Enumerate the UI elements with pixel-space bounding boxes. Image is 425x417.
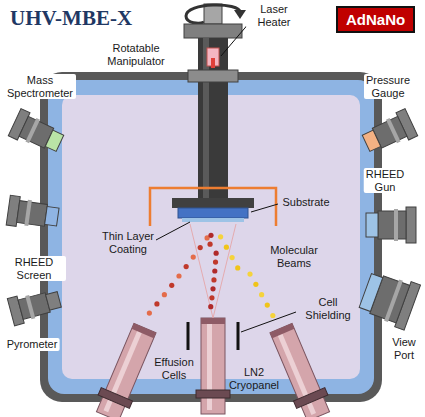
beam-dot (209, 295, 214, 300)
diagram-title: UHV-MBE-X (10, 6, 132, 31)
beam-dot (213, 259, 218, 264)
leader-line (156, 222, 190, 240)
beam-dot (162, 292, 167, 297)
part-label: LN2 Cryopanel (226, 366, 282, 391)
part-label: Cell Shielding (299, 296, 357, 321)
rotation-arrowhead (234, 10, 246, 19)
beam-dot (191, 255, 196, 260)
cell-mouth (132, 323, 156, 338)
cell-flange (98, 388, 132, 409)
cell-body (96, 323, 156, 417)
logo-text: AdNaNo (346, 11, 405, 28)
part-label: Laser Heater (246, 3, 302, 28)
thin-layer (182, 218, 244, 222)
mass-spectrometer (8, 109, 66, 157)
beam-dot (207, 242, 212, 247)
rotation-arrow (186, 16, 204, 23)
part-label: Pressure Gauge (364, 74, 412, 99)
beam-dot (147, 310, 152, 315)
beam-cone (190, 224, 236, 318)
laser-beam (211, 58, 215, 68)
substrate (178, 208, 248, 218)
effusion-cell (92, 321, 161, 417)
port-ring (25, 295, 35, 319)
logo-box: AdNaNo (336, 6, 415, 33)
port-tip (46, 292, 62, 311)
view-port (357, 268, 420, 330)
beam-dot (265, 302, 270, 307)
beam-dot (212, 268, 217, 273)
beam-dot (176, 273, 181, 278)
port-body (18, 293, 50, 320)
molecular-beams (147, 233, 276, 318)
effusion-cells (92, 318, 334, 417)
beam-dot (214, 251, 219, 256)
cell-flange (196, 390, 230, 398)
beam-dot (211, 277, 216, 282)
part-label: Substrate (280, 196, 331, 209)
rheed-screen (6, 195, 60, 232)
cell-shield (237, 322, 240, 350)
manipulator-column (198, 38, 228, 198)
beam-dot (210, 286, 215, 291)
beam-dot (230, 255, 235, 260)
rheed-gun (366, 207, 416, 243)
beam-dot (253, 282, 258, 287)
beam-dot (218, 234, 223, 239)
pyrometer (7, 286, 63, 326)
substrate-holder (172, 198, 254, 208)
effusion-cell (265, 321, 334, 417)
part-label: Effusion Cells (150, 356, 198, 381)
port-tip (362, 130, 380, 151)
cell-body (201, 318, 225, 414)
manipulator-flange (184, 24, 242, 38)
leader-line (251, 204, 278, 212)
beam-dot (198, 245, 203, 250)
beam-dot (235, 265, 240, 270)
port-tip (45, 206, 59, 225)
manipulator-collar (188, 70, 238, 82)
port-tip (45, 130, 63, 151)
rotation-arrow (186, 5, 240, 16)
beam-dot (208, 233, 213, 238)
part-label: Thin Layer Coating (98, 230, 158, 255)
beam-dot (247, 271, 252, 276)
pressure-gauge (360, 109, 418, 157)
beam-dot (154, 301, 159, 306)
cell-flange (293, 388, 327, 409)
port-ring (386, 118, 401, 143)
beam-dot (259, 292, 264, 297)
manipulator-shaft (204, 4, 222, 24)
port-tip (359, 274, 383, 312)
cell-mouth (270, 323, 294, 338)
port-body (378, 211, 406, 239)
port-ring (384, 279, 403, 322)
cell-shield (187, 322, 190, 350)
cell-body (270, 323, 330, 417)
port-body (17, 201, 48, 227)
effusion-cell (196, 318, 230, 414)
part-label: Rotatable Manipulator (100, 42, 172, 67)
port-ring (25, 118, 40, 143)
part-label: Pyrometer (5, 338, 60, 351)
part-label: RHEED Gun (364, 168, 407, 193)
part-label: Molecular Beams (263, 244, 325, 269)
beam-dot (224, 245, 229, 250)
port-tip (366, 213, 378, 237)
heater-bracket (150, 188, 276, 226)
port-ring (394, 209, 398, 241)
port-ring (24, 200, 32, 226)
beam-dot (208, 304, 213, 309)
part-label: RHEED Screen (2, 256, 66, 281)
beam-dot (169, 283, 174, 288)
beam-dot (270, 313, 275, 318)
beam-dot (184, 264, 189, 269)
part-label: View Port (390, 336, 418, 361)
port-flange (406, 207, 416, 243)
cell-mouth (201, 318, 225, 324)
part-label: Mass Spectrometer (4, 74, 76, 99)
